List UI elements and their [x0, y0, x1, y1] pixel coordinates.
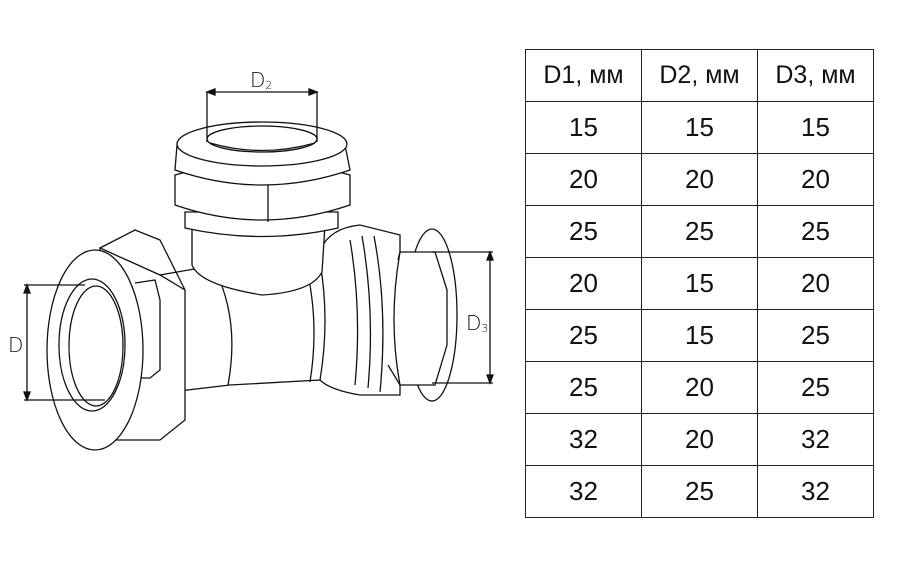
right-outlet — [319, 224, 458, 402]
cell-d2: 15 — [641, 257, 758, 310]
left-inlet — [46, 229, 186, 451]
top-outlet — [174, 121, 351, 296]
cell-d1: 32 — [525, 465, 642, 518]
cell-d2: 25 — [641, 465, 758, 518]
label-d1-base: D — [8, 333, 24, 357]
tee-fitting-drawing — [23, 88, 494, 451]
cell-d3: 32 — [757, 413, 874, 466]
cell-d1: 25 — [525, 361, 642, 414]
header-d1: D1, мм — [525, 49, 642, 102]
cell-d2: 25 — [641, 205, 758, 258]
table-header-row: D1, мм D2, мм D3, мм — [525, 49, 874, 102]
label-d2: D2 — [250, 68, 272, 92]
cell-d2: 15 — [641, 309, 758, 362]
label-d3: D3 — [466, 311, 488, 335]
label-d1: D — [8, 333, 23, 357]
dimension-d3 — [432, 250, 494, 385]
cell-d3: 32 — [757, 465, 874, 518]
cell-d3: 25 — [757, 361, 874, 414]
label-d3-base: D — [466, 311, 482, 335]
cell-d3: 25 — [757, 309, 874, 362]
header-d3: D3, мм — [757, 49, 874, 102]
cell-d1: 25 — [525, 309, 642, 362]
cell-d3: 20 — [757, 257, 874, 310]
cell-d2: 15 — [641, 101, 758, 154]
cell-d1: 20 — [525, 153, 642, 206]
dimension-d1 — [23, 283, 105, 402]
header-d2: D2, мм — [641, 49, 758, 102]
cell-d2: 20 — [641, 153, 758, 206]
cell-d1: 20 — [525, 257, 642, 310]
cell-d2: 20 — [641, 361, 758, 414]
cell-d1: 25 — [525, 205, 642, 258]
cell-d1: 32 — [525, 413, 642, 466]
cell-d3: 25 — [757, 205, 874, 258]
label-d2-sub: 2 — [265, 79, 273, 92]
cell-d3: 20 — [757, 153, 874, 206]
cell-d1: 15 — [525, 101, 642, 154]
cell-d3: 15 — [757, 101, 874, 154]
label-d2-base: D — [250, 68, 266, 92]
dimension-d2 — [205, 88, 319, 142]
label-d3-sub: 3 — [481, 322, 489, 335]
cell-d2: 20 — [641, 413, 758, 466]
